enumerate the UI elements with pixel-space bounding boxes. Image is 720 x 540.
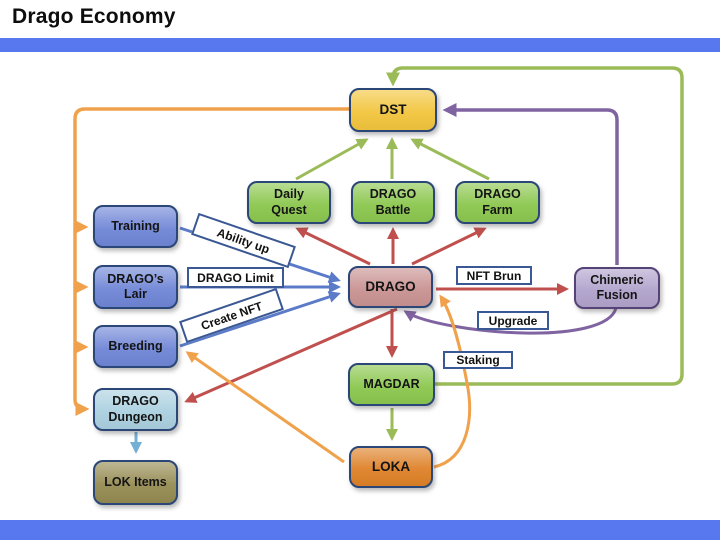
node-drago-farm-label: DRAGO Farm: [474, 187, 521, 217]
node-chimeric-fusion: Chimeric Fusion: [574, 267, 660, 309]
edge-dailyquest-dst: [295, 138, 369, 181]
edge-chimeric-drago: [403, 307, 618, 335]
node-drago-dungeon: DRAGO Dungeon: [93, 388, 178, 431]
edge-drago-dungeon: [184, 307, 398, 403]
node-training-label: Training: [111, 218, 160, 233]
node-chimeric-fusion-label: Chimeric Fusion: [590, 272, 644, 302]
edge-label-upgrade: Upgrade: [477, 311, 549, 330]
edge-label-staking: Staking: [443, 351, 513, 369]
edge-magdar-dst: [386, 66, 684, 386]
node-magdar: MAGDAR: [348, 363, 435, 406]
edge-loka-drago: [433, 294, 472, 469]
node-drago-dungeon-label: DRAGO Dungeon: [108, 394, 163, 424]
node-breeding: Breeding: [93, 325, 178, 368]
page-title: Drago Economy: [12, 5, 176, 28]
edge-farm-dst: [410, 138, 490, 181]
node-drago-battle-label: DRAGO Battle: [369, 187, 417, 217]
node-dragos-lair-label: DRAGO’s Lair: [107, 271, 164, 301]
edge-label-drago-limit: DRAGO Limit: [187, 267, 284, 288]
node-drago-label: DRAGO: [365, 278, 416, 294]
node-daily-quest: Daily Quest: [247, 181, 331, 224]
edge-dst-leftcolumn-trunk: [73, 107, 349, 416]
node-drago-farm: DRAGO Farm: [455, 181, 540, 224]
edge-drago-farm: [411, 227, 487, 266]
node-daily-quest-label: Daily Quest: [271, 187, 307, 217]
node-lok-items-label: LOK Items: [104, 474, 167, 489]
edge-breeding-drago: [179, 291, 341, 348]
node-dst-label: DST: [379, 101, 407, 117]
top-accent-bar: [0, 38, 720, 52]
node-loka-label: LOKA: [371, 458, 411, 474]
edge-drago-dailyquest: [295, 227, 371, 266]
bottom-accent-bar: [0, 520, 720, 540]
node-drago-battle: DRAGO Battle: [351, 181, 435, 224]
node-lok-items: LOK Items: [93, 460, 178, 505]
node-dst: DST: [349, 88, 437, 132]
node-training: Training: [93, 205, 178, 248]
edge-chimeric-dst: [442, 103, 619, 265]
edge-label-nft-brun: NFT Brun: [456, 266, 532, 285]
node-drago: DRAGO: [348, 266, 433, 308]
node-breeding-label: Breeding: [108, 338, 163, 353]
node-loka: LOKA: [349, 446, 433, 488]
node-magdar-label: MAGDAR: [363, 376, 420, 391]
node-dragos-lair: DRAGO’s Lair: [93, 265, 178, 309]
edge-loka-breeding: [185, 351, 345, 464]
